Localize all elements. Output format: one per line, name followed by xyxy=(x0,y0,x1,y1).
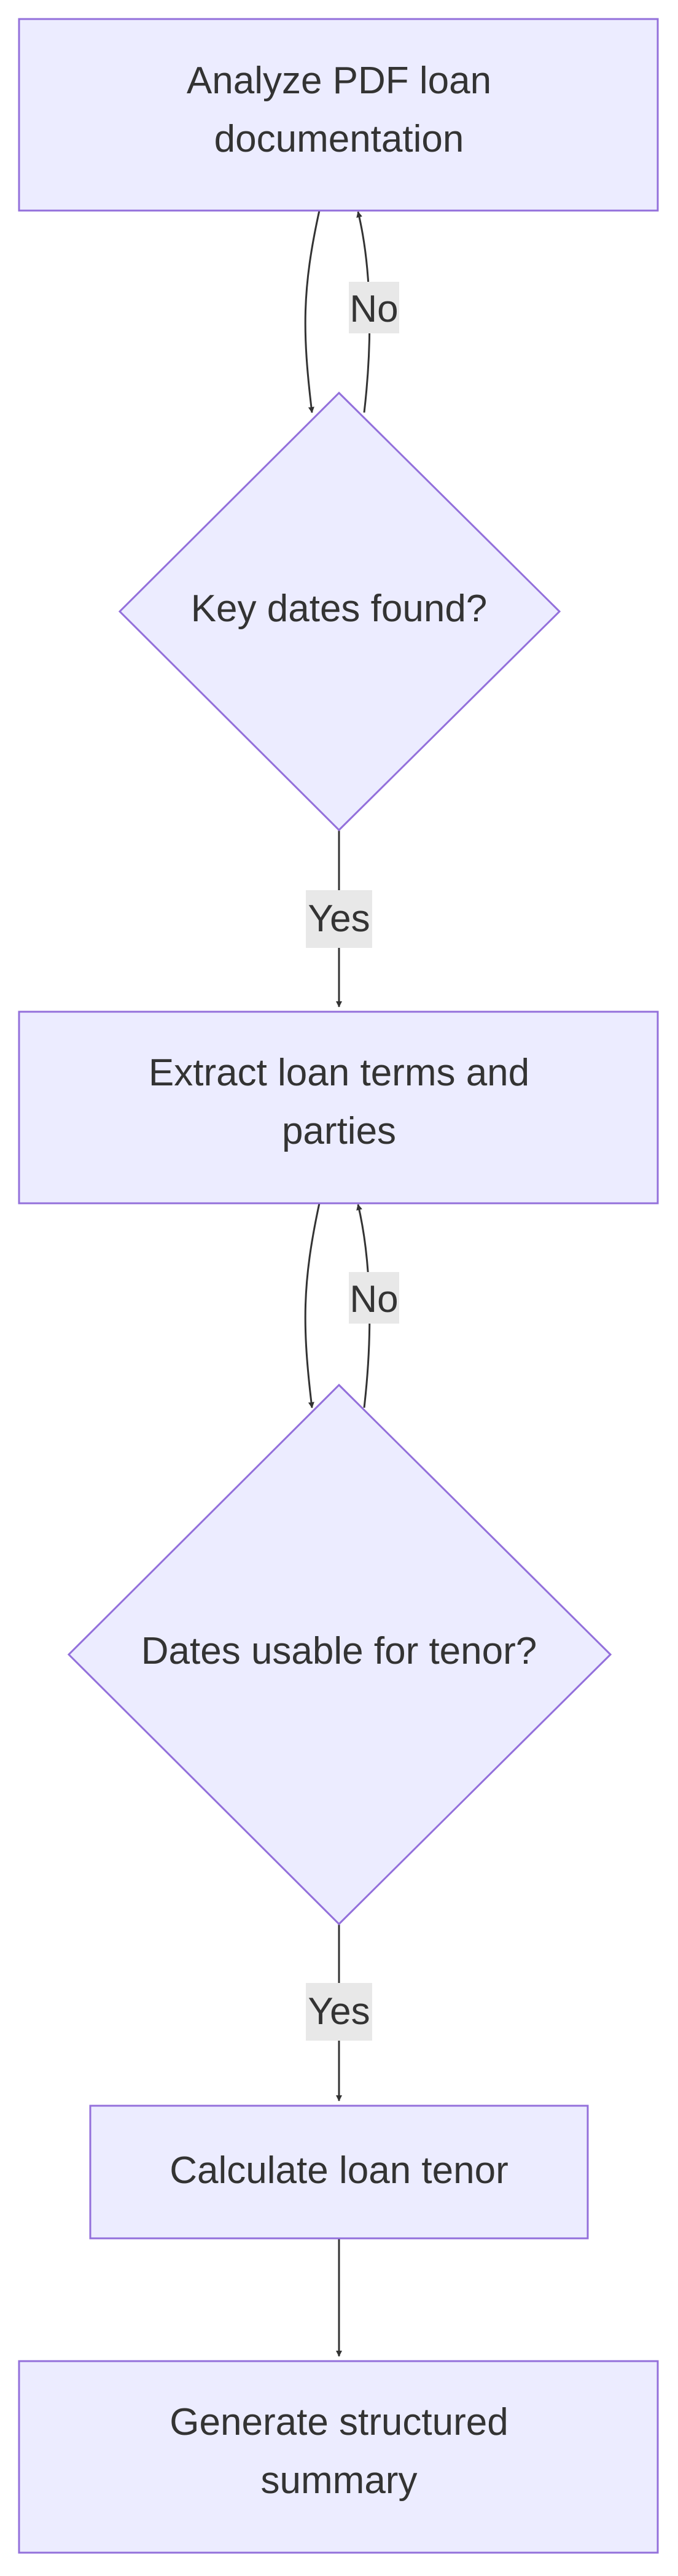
node-extract-loan-terms: Extract loan terms and parties xyxy=(18,1011,659,1205)
decision-dates-usable: Dates usable for tenor? xyxy=(67,1383,612,1926)
edge-label-dates-usable-no: No xyxy=(349,1272,399,1324)
node-label-line-2: documentation xyxy=(214,118,464,160)
edge-label-key-dates-no: No xyxy=(349,282,399,333)
edge-label-text: Yes xyxy=(308,898,370,940)
edge-extract-to-dates-usable xyxy=(304,1203,321,1408)
node-label-line-1: Analyze PDF loan xyxy=(187,60,491,102)
node-label-line-1: Extract loan terms and xyxy=(149,1052,529,1094)
edge-analyze-to-key-dates xyxy=(304,210,321,413)
node-analyze-pdf: Analyze PDF loan documentation xyxy=(18,18,659,212)
node-label-line-1: Generate structured xyxy=(170,2401,508,2443)
node-generate-summary: Generate structured summary xyxy=(18,2360,659,2554)
edge-label-key-dates-yes: Yes xyxy=(306,890,372,948)
node-label-line-1: Calculate loan tenor xyxy=(170,2149,508,2192)
node-label-line-2: summary xyxy=(261,2459,418,2502)
node-label-line-2: parties xyxy=(282,1110,396,1152)
decision-label: Key dates found? xyxy=(191,588,488,630)
decision-label: Dates usable for tenor? xyxy=(141,1630,537,1672)
edge-label-dates-usable-yes: Yes xyxy=(306,1983,372,2041)
edge-label-text: No xyxy=(349,288,398,330)
node-calculate-tenor: Calculate loan tenor xyxy=(89,2105,589,2240)
edge-label-text: Yes xyxy=(308,1990,370,2033)
edge-label-text: No xyxy=(349,1278,398,1321)
decision-key-dates-found: Key dates found? xyxy=(118,391,561,832)
